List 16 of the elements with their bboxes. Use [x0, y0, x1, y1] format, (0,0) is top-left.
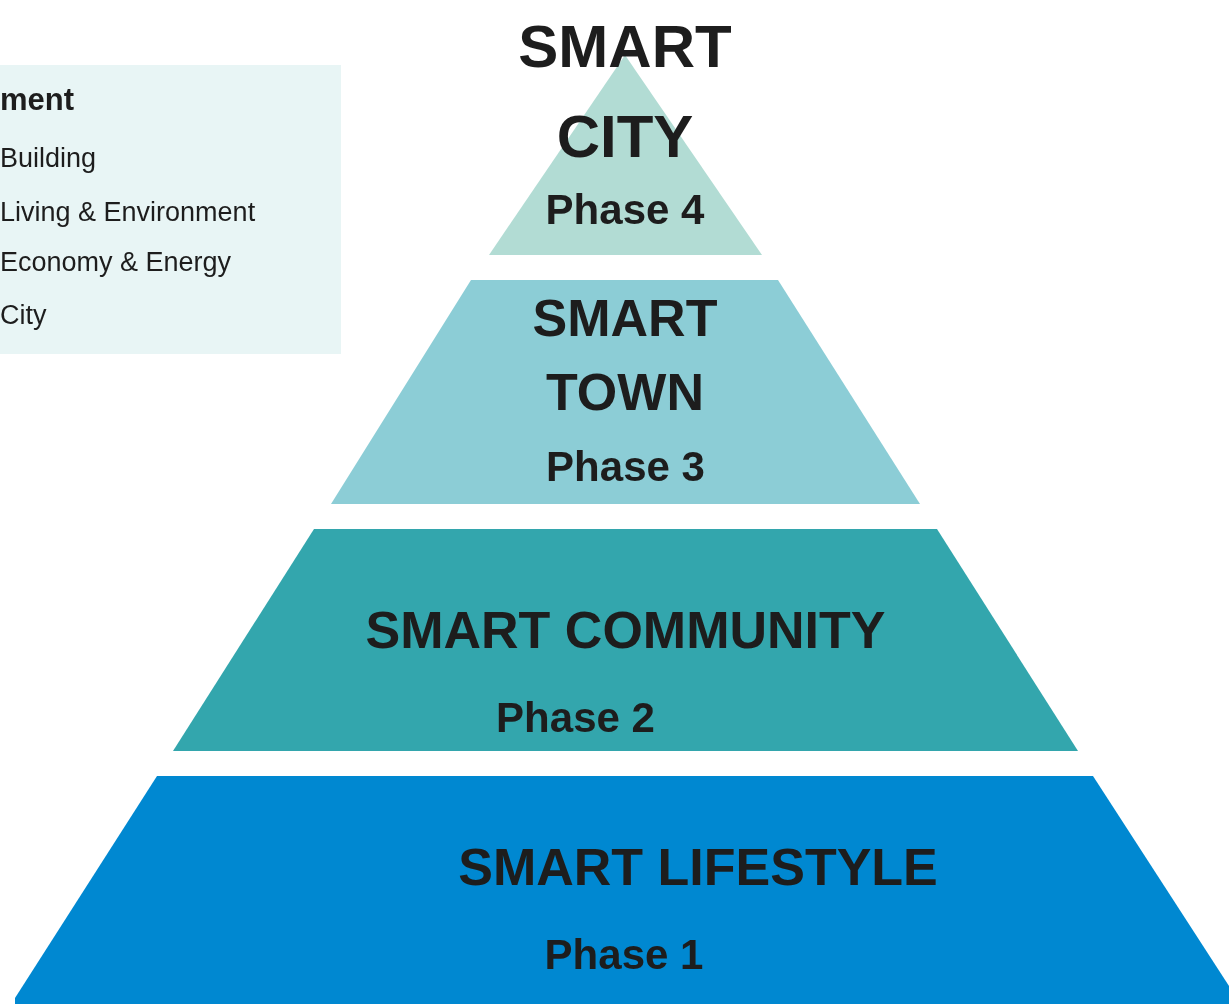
legend-item: Living & Environment	[0, 196, 256, 229]
pyramid-tier	[173, 529, 1078, 751]
legend-heading: ment	[0, 83, 75, 117]
level-title: SMART CITY	[517, 12, 733, 172]
level-title: SMART LIFESTYLE	[457, 837, 939, 898]
phase-label: Phase 3	[545, 442, 706, 492]
legend-item: City	[0, 299, 47, 332]
phase-label: Phase 2	[495, 693, 656, 743]
legend-item: Economy & Energy	[0, 246, 232, 279]
phase-label: Phase 4	[544, 185, 706, 235]
level-title: SMART TOWN	[531, 288, 719, 423]
level-title: SMART COMMUNITY	[364, 600, 887, 661]
legend-item: Building	[0, 142, 97, 175]
pyramid-tier	[15, 776, 1229, 1004]
pyramid-tier	[331, 280, 920, 504]
phase-label: Phase 1	[543, 930, 705, 980]
